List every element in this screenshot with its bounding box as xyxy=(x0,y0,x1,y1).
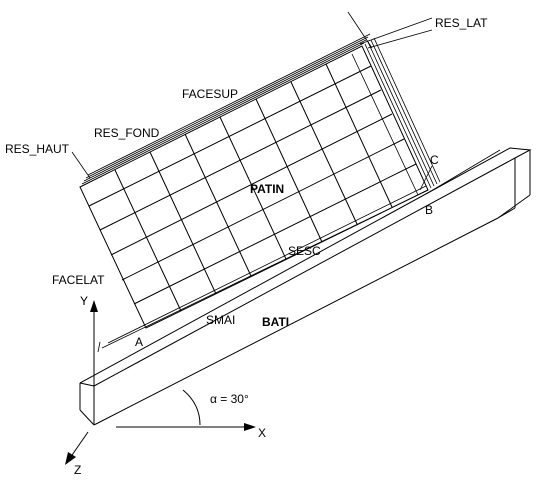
label-smai: SMAI xyxy=(206,313,235,327)
label-res-lat: RES_LAT xyxy=(435,16,488,30)
label-z-axis: Z xyxy=(74,463,81,477)
patin-mesh xyxy=(79,45,429,329)
res-fond-springs xyxy=(81,33,371,185)
leader-lines xyxy=(71,11,501,353)
labels: RES_LAT FACESUP RES_FOND RES_HAUT PATIN … xyxy=(5,16,488,477)
alpha-angle-arc xyxy=(182,389,201,426)
label-bati: BATI xyxy=(262,315,289,329)
label-alpha: α = 30° xyxy=(210,392,249,406)
label-facelat: FACELAT xyxy=(52,273,105,287)
coordinate-axes xyxy=(65,300,256,465)
label-facesup: FACESUP xyxy=(182,87,238,101)
label-patin: PATIN xyxy=(250,182,284,196)
res-lat-springs xyxy=(351,37,441,196)
x-axis-arrowhead xyxy=(244,423,256,431)
z-axis-arrowhead xyxy=(65,452,76,465)
label-b: B xyxy=(425,203,433,217)
y-axis-arrowhead xyxy=(90,300,98,312)
label-x-axis: X xyxy=(258,426,266,440)
label-y-axis: Y xyxy=(80,294,88,308)
label-res-fond: RES_FOND xyxy=(94,126,160,140)
label-sesc: SESC xyxy=(288,244,321,258)
bati-block xyxy=(79,147,532,426)
label-a: A xyxy=(135,335,143,349)
label-res-haut: RES_HAUT xyxy=(5,142,70,156)
label-c: C xyxy=(430,153,439,167)
